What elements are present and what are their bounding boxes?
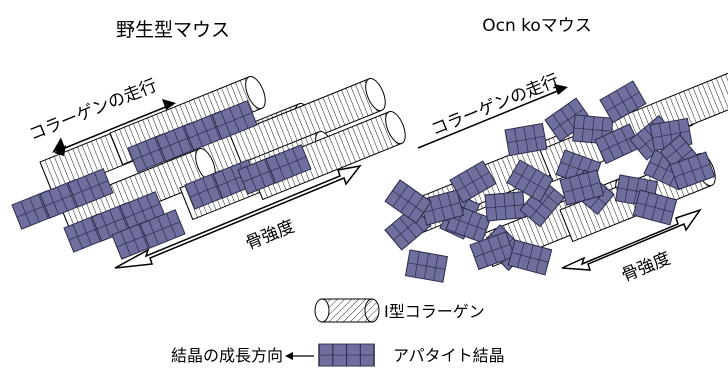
left-arrow-icon: [285, 352, 314, 360]
legend-apatite-label: アパタイト結晶: [393, 346, 505, 365]
legend-collagen-label: I型コラーゲン: [384, 302, 485, 321]
right-bone-strength-arrow: [561, 208, 702, 271]
left-bone-strength-arrow: [114, 164, 362, 269]
right-collagen-direction-arrow: [417, 84, 568, 149]
right-bone-strength-label: 骨強度: [619, 249, 674, 287]
apatite-crystal-icon: [318, 343, 375, 367]
legend: I型コラーゲン アパタイト結晶 結晶の成長方向: [171, 298, 505, 367]
right-panel-title: Ocn koマウス: [482, 16, 592, 36]
left-collagen-direction-arrow: [52, 99, 176, 156]
left-panel-title: 野生型マウス: [116, 19, 230, 41]
left-bone-strength-label: 骨強度: [243, 217, 298, 255]
left-panel: コラーゲンの走行 骨強度: [11, 73, 410, 269]
right-panel: コラーゲンの走行 骨強度: [384, 65, 728, 287]
collagen-fiber-icon: [314, 298, 380, 323]
legend-crystal-growth-label: 結晶の成長方向: [171, 346, 283, 365]
